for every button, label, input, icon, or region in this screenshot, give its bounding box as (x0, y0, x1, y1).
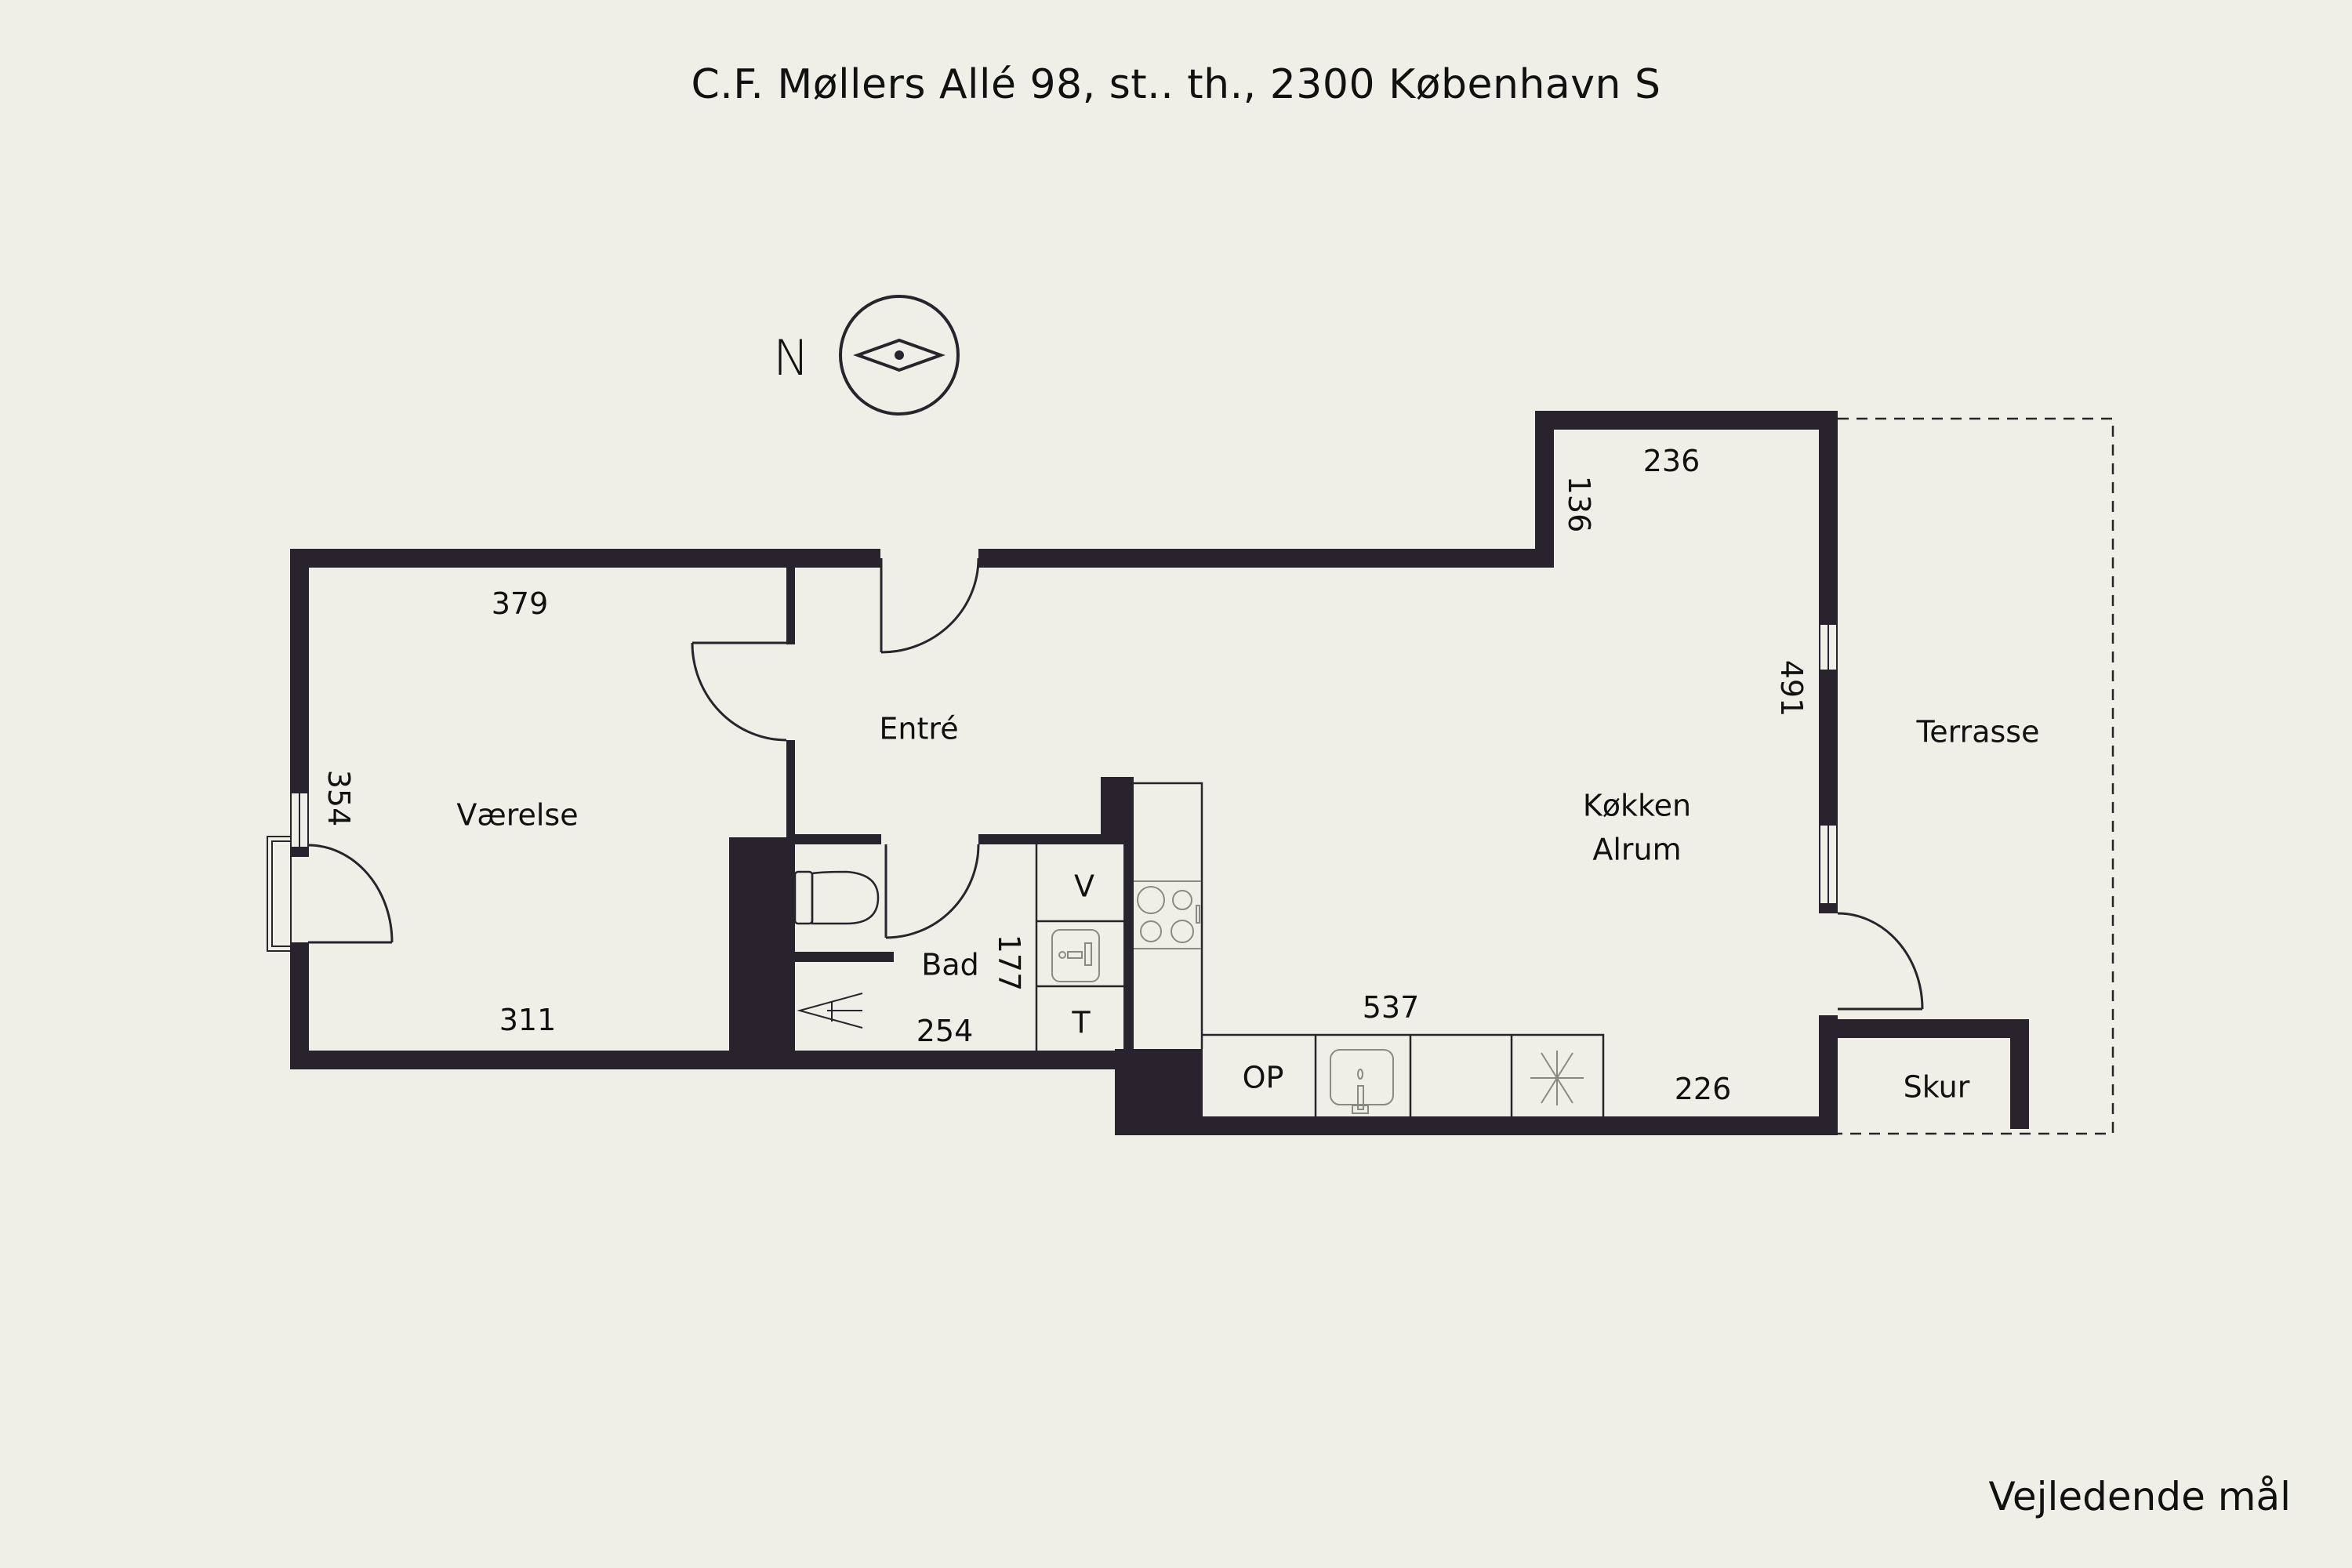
room-label-alrum: Alrum (1592, 832, 1682, 867)
dimension-koekken-niche: 136 (1562, 475, 1596, 533)
dishwasher-label: OP (1242, 1060, 1284, 1095)
dimension-bad-bottom: 254 (916, 1014, 974, 1048)
address-title: C.F. Møllers Allé 98, st.. th., 2300 Køb… (691, 61, 1661, 108)
disclaimer-note: Vejledende mål (1988, 1474, 2291, 1519)
dryer-label: T (1072, 1005, 1091, 1040)
room-label-koekken: Køkken (1582, 788, 1692, 823)
bath-fixture-cabinets (1035, 844, 1123, 1051)
room-label-entre: Entré (879, 711, 959, 746)
bath-sink-icon (1051, 929, 1100, 982)
room-label-terrasse: Terrasse (1916, 714, 2040, 750)
toilet-icon (793, 870, 880, 925)
dimension-vaerelse-side: 354 (321, 769, 356, 827)
windows (290, 623, 1838, 905)
doors (307, 557, 1924, 1011)
kitchen-counter-horizontal (1202, 1033, 1605, 1116)
shower-icon (797, 993, 863, 1029)
dimension-koekken-bottom: 226 (1674, 1072, 1732, 1106)
dimension-vaerelse-bottom: 311 (499, 1003, 557, 1037)
freezer-snowflake-icon (1530, 1051, 1584, 1105)
dimension-koekken-top: 236 (1642, 444, 1700, 478)
kitchen-counter-vertical (1134, 782, 1203, 1049)
washer-label: V (1074, 869, 1094, 904)
kitchen-sink-icon (1330, 1049, 1394, 1114)
compass-n-label: N (773, 329, 810, 387)
hob-icon (1134, 880, 1201, 949)
room-label-skur: Skur (1903, 1069, 1970, 1105)
room-label-vaerelse: Værelse (456, 797, 579, 833)
room-label-bad: Bad (921, 947, 979, 982)
compass-north-icon (839, 295, 960, 416)
dimension-bad-side: 177 (992, 934, 1026, 992)
dimension-koekken-side: 491 (1774, 659, 1809, 717)
door-frame-left (267, 836, 292, 952)
dimension-vaerelse-top: 379 (491, 586, 549, 621)
dimension-koekken-counter: 537 (1362, 990, 1420, 1025)
terrace-outline (1838, 417, 2114, 1135)
walls (290, 411, 2029, 1135)
